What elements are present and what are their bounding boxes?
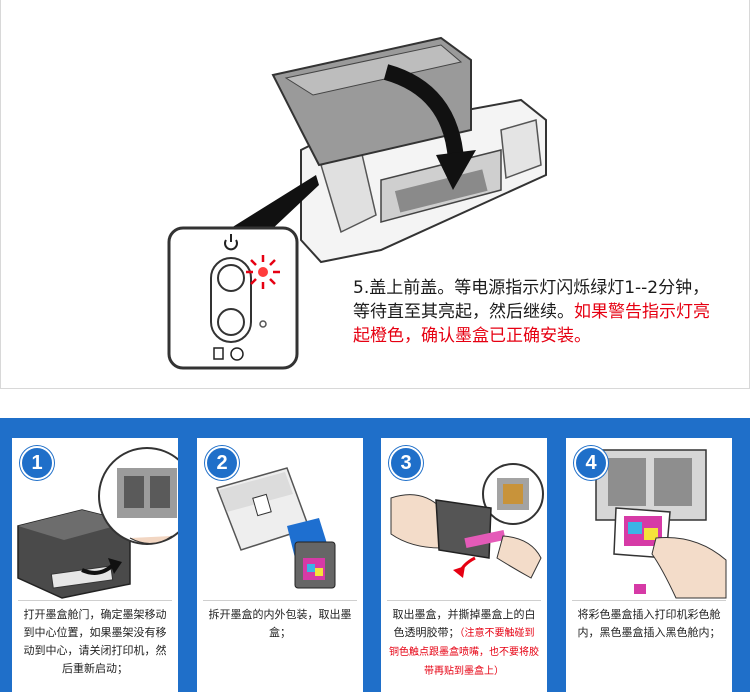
step5-warning: 如果警告指示灯亮起橙色，确认墨盒已正确安装。 [353, 302, 710, 346]
ink-icon [213, 347, 224, 360]
unpack-cartridge-illustration [216, 467, 336, 589]
insert-cartridge-illustration [595, 449, 727, 599]
cancel-icon [230, 347, 244, 361]
warning-light-icon [246, 255, 280, 289]
divider [18, 600, 172, 601]
step-number-badge: 4 [574, 446, 608, 480]
step-caption: 拆开墨盒的内外包装，取出墨盒； [208, 608, 352, 639]
divider [203, 600, 357, 601]
open-cartridge-door-illustration [17, 447, 178, 599]
remove-tape-illustration [390, 463, 544, 579]
step5-text: 5.盖上前盖。等电源指示灯闪烁绿灯1--2分钟，等待直至其亮起，然后继续。 [353, 278, 710, 322]
step-card-4: 4 将彩色墨盒插入打印机彩色舱内，黑色墨盒插入黑色舱内； [566, 438, 732, 692]
step5-panel: 5.盖上前盖。等电源指示灯闪烁绿灯1--2分钟，等待直至其亮起，然后继续。如果警… [0, 0, 750, 389]
printer-lid-illustration [167, 36, 547, 370]
step-number-badge: 1 [20, 446, 54, 480]
step-card-3: 3 取出墨盒，并撕掉墨盒上的白色透明胶带；（注意不要触碰到铜色触点跟墨盒喷嘴，也… [381, 438, 547, 692]
step-caption-note: （注意不要触碰到铜色触点跟墨盒喷嘴，也不要将胶带再贴到墨盒上） [389, 628, 539, 677]
step-number-badge: 2 [205, 446, 239, 480]
step-card-2: 2 拆开墨盒的内外包装，取出墨盒； [197, 438, 363, 692]
step-caption-text: 取出墨盒，并撕掉墨盒上的白色透明胶带； [392, 608, 536, 639]
step-caption: 打开墨盒舱门，确定墨架移动到中心位置，如果墨架没有移动到中心，请关闭打印机，然后… [23, 608, 167, 675]
step5-instructions: 5.盖上前盖。等电源指示灯闪烁绿灯1--2分钟，等待直至其亮起，然后继续。如果警… [353, 276, 725, 348]
step-number-badge: 3 [389, 446, 423, 480]
divider [387, 600, 541, 601]
step-caption: 取出墨盒，并撕掉墨盒上的白色透明胶带；（注意不要触碰到铜色触点跟墨盒喷嘴，也不要… [389, 606, 539, 681]
step-caption: 将彩色墨盒插入打印机彩色舱内，黑色墨盒插入黑色舱内； [577, 608, 721, 639]
divider [572, 600, 726, 601]
step-card-1: 1 打开墨盒舱门，确定墨架移动到中心位置，如果墨架没有移动到中心，请关闭打印机，… [12, 438, 178, 692]
power-icon [224, 234, 238, 251]
